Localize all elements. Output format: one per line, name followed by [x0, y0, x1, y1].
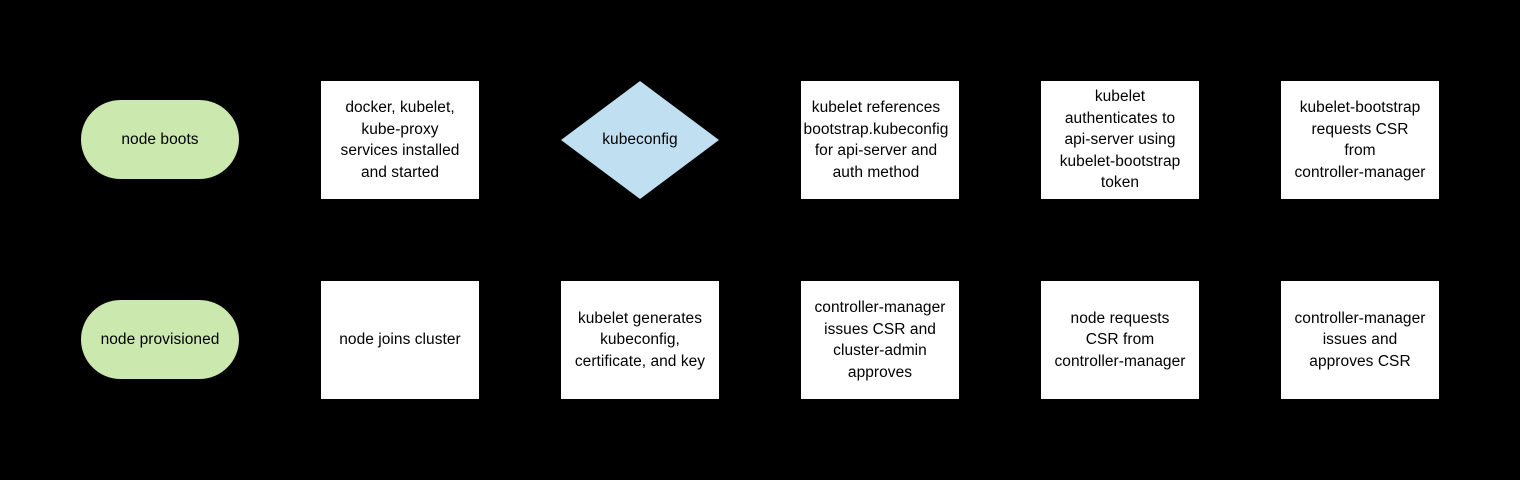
flowchart-node-label: controller-manager issues CSR and cluste…	[814, 299, 946, 381]
flowchart-node-node-boots[interactable]: node boots	[81, 100, 239, 179]
flowchart-node-kubelet-bootstrap-requests-csr[interactable]: kubelet-bootstrap requests CSR from cont…	[1281, 81, 1439, 199]
flowchart-node-label: controller-manager issues and approves C…	[1294, 309, 1426, 370]
flowchart-node-node-requests-csr[interactable]: node requests CSR from controller-manage…	[1041, 281, 1199, 399]
flowchart-node-label: kubelet-bootstrap requests CSR from cont…	[1294, 99, 1426, 181]
flowchart-node-label: kubelet authenticates to api-server usin…	[1059, 88, 1181, 192]
flowchart-node-label: node provisioned	[100, 330, 220, 348]
flowchart-node-node-provisioned[interactable]: node provisioned	[81, 300, 239, 379]
flowchart-node-controller-manager-issues-csr[interactable]: controller-manager issues CSR and cluste…	[801, 281, 959, 399]
flowchart-node-label: node requests CSR from controller-manage…	[1054, 309, 1186, 370]
flowchart-node-label: docker, kubelet, kube-proxy services ins…	[340, 99, 460, 181]
flowchart-node-kubelet-authenticates[interactable]: kubelet authenticates to api-server usin…	[1041, 81, 1199, 199]
flowchart-node-kubeconfig-decision[interactable]: kubeconfig	[561, 81, 719, 199]
flowchart-node-label: kubelet references bootstrap.kubeconfig …	[803, 99, 949, 181]
flowchart-node-label: kubelet generates kubeconfig, certificat…	[574, 309, 706, 370]
flowchart-node-controller-manager-issues-approves[interactable]: controller-manager issues and approves C…	[1281, 281, 1439, 399]
flowchart-node-kubelet-generates-kubeconfig[interactable]: kubelet generates kubeconfig, certificat…	[561, 281, 719, 399]
flowchart-node-label: kubeconfig	[602, 131, 678, 149]
flowchart-node-node-joins-cluster[interactable]: node joins cluster	[321, 281, 479, 399]
flowchart-node-label: node boots	[121, 130, 199, 148]
flowchart-node-label: node joins cluster	[339, 331, 461, 349]
flowchart-node-kubelet-references-bootstrap[interactable]: kubelet references bootstrap.kubeconfig …	[801, 81, 959, 199]
flowchart-node-services-installed[interactable]: docker, kubelet, kube-proxy services ins…	[321, 81, 479, 199]
